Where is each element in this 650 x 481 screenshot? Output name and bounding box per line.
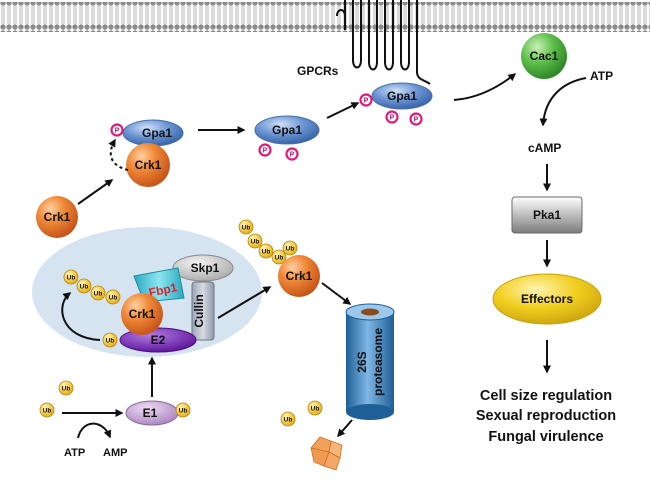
phospho-site: P [258, 143, 272, 157]
ubiquitin-on-e2: Ub [102, 332, 118, 348]
pka1-node: Pka1 [511, 196, 583, 234]
cac1-label: Cac1 [530, 49, 559, 63]
outcome-fungal-virulence: Fungal virulence [488, 429, 603, 445]
degraded-peptides [310, 436, 343, 471]
proteasome-26s-label: 26S [355, 351, 369, 372]
gpa1-label: Gpa1 [272, 123, 302, 137]
svg-text:Ub: Ub [251, 239, 260, 246]
phospho-site: P [359, 93, 373, 107]
free-ubiquitin: Ub [58, 380, 74, 396]
crk1-ubiquitinated-node: Crk1 [278, 255, 320, 297]
crk1-label: Crk1 [44, 210, 71, 224]
svg-text:Ub: Ub [62, 386, 71, 393]
phospho-site: P [409, 112, 423, 126]
e2-label: E2 [151, 333, 166, 347]
cullin-node: Cullin [191, 281, 215, 341]
degradation-arrow [337, 419, 353, 438]
e1-label: E1 [143, 406, 158, 420]
e1-node: E1 [125, 400, 179, 426]
svg-text:P: P [290, 152, 295, 159]
svg-text:Ub: Ub [80, 284, 89, 291]
crk1-bound-node: Crk1 [121, 293, 163, 335]
svg-text:P: P [364, 98, 369, 105]
svg-text:Ub: Ub [67, 275, 76, 282]
pka1-label: Pka1 [533, 208, 561, 222]
svg-text:Ub: Ub [242, 225, 251, 232]
proteasome-26s: 26S proteasome [345, 303, 395, 420]
svg-text:P: P [414, 117, 419, 124]
phosphorylation-arrow [108, 138, 129, 171]
proteasome-label: proteasome [371, 328, 385, 396]
svg-text:Ub: Ub [179, 408, 188, 415]
gpa1-crk1-complex: Gpa1 Crk1 [122, 119, 184, 187]
svg-text:Ub: Ub [94, 291, 103, 298]
svg-text:P: P [390, 115, 395, 122]
atp-label: ATP [590, 69, 613, 83]
svg-text:Ub: Ub [262, 249, 271, 256]
phospho-site: P [110, 123, 124, 137]
fbp1-label: Fbp1 [148, 280, 179, 300]
svg-text:P: P [263, 148, 268, 155]
gpa1-membrane-node: Gpa1 [371, 82, 433, 110]
atp-to-camp-arrow [539, 77, 587, 127]
crk1-label: Crk1 [129, 307, 156, 321]
gpa1-label: Gpa1 [142, 126, 172, 140]
svg-text:P: P [115, 128, 120, 135]
arrow [77, 179, 114, 205]
skp1-label: Skp1 [191, 261, 220, 275]
svg-text:Ub: Ub [43, 408, 52, 415]
ubiquitin-on-e1: Ub [175, 402, 191, 418]
outcome-sexual-reproduction: Sexual reproduction [476, 408, 616, 424]
gpa1-phosphorylated-node: Gpa1 [254, 115, 320, 145]
phospho-site: P [285, 147, 299, 161]
arrow [453, 73, 517, 101]
camp-label: cAMP [528, 141, 561, 155]
crk1-label: Crk1 [286, 269, 313, 283]
gpa1-label: Gpa1 [387, 89, 417, 103]
svg-text:Ub: Ub [109, 295, 118, 302]
released-ubiquitin: Ub [280, 411, 296, 427]
atp-label-bottom: ATP [64, 447, 85, 459]
arrow [321, 282, 352, 305]
ubiquitin-chain: Ub Ub Ub Ub Ub [238, 219, 298, 265]
svg-text:Ub: Ub [311, 406, 320, 413]
ubiquitin-chain: Ub Ub Ub Ub [63, 269, 121, 305]
svg-text:Ub: Ub [106, 338, 115, 345]
free-ubiquitin: Ub [39, 402, 55, 418]
arrow [326, 102, 360, 119]
amp-label: AMP [103, 447, 127, 459]
svg-text:Ub: Ub [286, 246, 295, 253]
svg-text:Ub: Ub [284, 417, 293, 424]
skp1-node: Skp1 [172, 254, 234, 282]
crk1-label: Crk1 [135, 158, 162, 172]
effectors-label: Effectors [521, 292, 573, 306]
gpcrs-label: GPCRs [297, 64, 339, 78]
gpcr-seven-transmembrane-receptor [336, 0, 431, 85]
atp-hydrolysis-arrow [77, 422, 112, 439]
crk1-free-node: Crk1 [36, 196, 78, 238]
phospho-site: P [385, 110, 399, 124]
arrow [217, 286, 272, 319]
released-ubiquitin: Ub [307, 400, 323, 416]
effectors-node: Effectors [492, 273, 602, 325]
svg-text:Ub: Ub [275, 255, 284, 262]
ubiquitin-transfer-arrow [61, 292, 101, 341]
cullin-label: Cullin [192, 294, 206, 327]
outcome-cell-size: Cell size regulation [480, 388, 612, 404]
plasma-membrane [0, 2, 650, 32]
cac1-node: Cac1 [521, 33, 567, 79]
